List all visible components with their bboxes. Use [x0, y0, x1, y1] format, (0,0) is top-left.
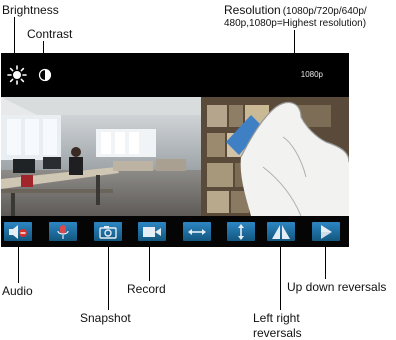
snapshot-callout-line — [108, 241, 109, 310]
resolution-callout-line — [294, 30, 295, 70]
contrast-icon — [38, 68, 52, 82]
microphone-button[interactable] — [49, 222, 77, 241]
up-down-reversal-button[interactable] — [312, 222, 340, 241]
resolution-label: Resolution(1080p/720p/640p/ — [224, 3, 367, 19]
vertical-flip-button[interactable] — [227, 222, 255, 241]
sun-icon — [7, 65, 27, 85]
left-right-label-line2: reversals — [253, 326, 302, 340]
vertical-arrows-icon — [238, 223, 244, 240]
speaker-mute-icon — [9, 224, 27, 239]
audio-button[interactable] — [4, 222, 32, 241]
camera-icon — [99, 225, 117, 239]
contrast-button[interactable] — [37, 67, 53, 83]
horizontal-flip-button[interactable] — [183, 222, 211, 241]
horizontal-arrows-icon — [188, 228, 206, 235]
resolution-title: Resolution — [224, 3, 281, 17]
video-feed — [1, 97, 349, 216]
audio-label: Audio — [2, 284, 33, 298]
microphone-icon — [57, 224, 69, 239]
left-right-label-line1: Left right — [253, 311, 300, 325]
brightness-callout-line — [14, 17, 15, 70]
mirror-triangles-icon — [272, 224, 290, 239]
flip-triangle-icon — [321, 224, 332, 239]
office-scene-image — [1, 97, 349, 216]
resolution-detail-line1: (1080p/720p/640p/ — [282, 6, 367, 17]
up-down-label: Up down reversals — [287, 280, 387, 294]
record-callout-line — [149, 241, 150, 281]
resolution-value[interactable]: 1080p — [300, 70, 323, 79]
brightness-label: Brightness — [2, 3, 59, 17]
contrast-label: Contrast — [27, 27, 73, 41]
record-label: Record — [127, 282, 166, 296]
up-down-callout-line — [325, 241, 326, 279]
brightness-button[interactable] — [7, 65, 27, 85]
left-right-reversal-button[interactable] — [267, 222, 295, 241]
resolution-detail-line2: 480p,1080p=Highest resolution) — [224, 18, 367, 29]
snapshot-label: Snapshot — [80, 311, 131, 325]
record-button[interactable] — [138, 222, 166, 241]
control-toolbar — [1, 216, 349, 247]
audio-callout-line — [18, 241, 19, 283]
left-right-callout-line — [280, 241, 281, 310]
snapshot-button[interactable] — [94, 222, 122, 241]
top-bar: 1080p — [1, 53, 349, 97]
video-camera-icon — [143, 226, 161, 237]
